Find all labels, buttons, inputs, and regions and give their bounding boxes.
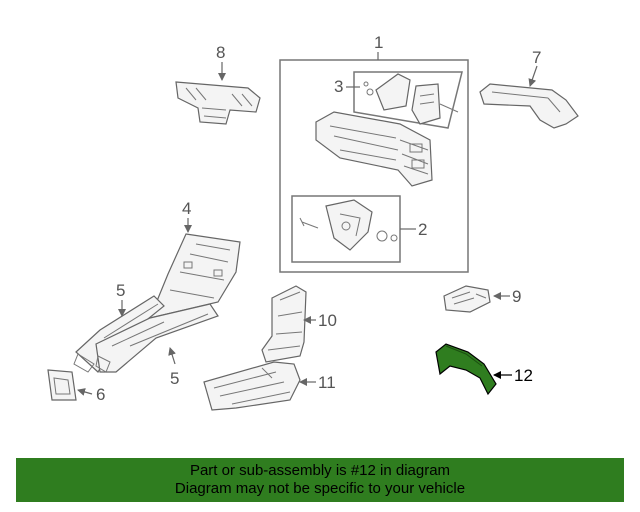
banner-line-2: Diagram may not be specific to your vehi… bbox=[174, 480, 466, 497]
part-4-duct bbox=[149, 218, 241, 319]
callout-11: 11 bbox=[318, 373, 336, 392]
banner-line-1: Part or sub-assembly is #12 in diagram bbox=[189, 462, 451, 479]
callout-12: 12 bbox=[514, 366, 533, 385]
callout-3: 3 bbox=[334, 77, 343, 96]
part-7-duct bbox=[479, 65, 579, 129]
part-6-frame bbox=[47, 369, 93, 401]
part-9-vent bbox=[443, 285, 510, 313]
callout-2: 2 bbox=[418, 220, 427, 239]
callout-7: 7 bbox=[532, 48, 541, 67]
heater-assembly-group bbox=[279, 52, 469, 273]
part-8-vent-outlet bbox=[175, 62, 261, 125]
part-10-duct bbox=[261, 285, 316, 363]
info-banner: Part or sub-assembly is #12 in diagram D… bbox=[16, 458, 624, 502]
part-1-heater-housing bbox=[315, 111, 433, 187]
callout-9: 9 bbox=[512, 287, 521, 306]
callout-10: 10 bbox=[318, 311, 337, 330]
part-3-actuator bbox=[363, 73, 459, 125]
part-2-bracket bbox=[299, 199, 416, 251]
part-5-ducts bbox=[73, 295, 219, 373]
callout-5-top: 5 bbox=[116, 281, 125, 300]
callout-5-bottom: 5 bbox=[170, 369, 179, 388]
callout-4: 4 bbox=[182, 199, 191, 218]
callout-6: 6 bbox=[96, 385, 105, 404]
part-11-duct bbox=[203, 361, 316, 411]
callout-8: 8 bbox=[216, 43, 225, 62]
parts-diagram: 1 2 3 4 5 5 6 7 8 9 10 11 12 bbox=[47, 33, 579, 411]
part-12-seal[interactable] bbox=[435, 343, 512, 396]
callout-1: 1 bbox=[374, 33, 383, 52]
